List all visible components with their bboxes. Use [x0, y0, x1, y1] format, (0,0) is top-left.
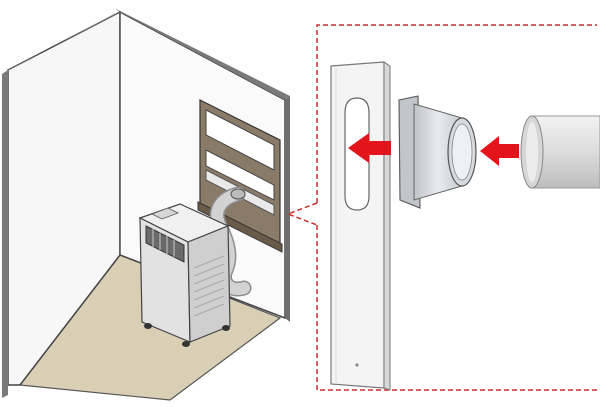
arrow-to-slider-panel — [348, 133, 391, 163]
portable-air-conditioner — [138, 203, 231, 347]
hose-window-end — [230, 188, 246, 200]
ac-control-panel — [151, 207, 179, 220]
arrow-to-adapter — [480, 136, 519, 166]
window-adapter — [398, 95, 477, 209]
back-wall-top — [114, 8, 290, 100]
window-upper-glass — [205, 109, 275, 171]
hose-end — [520, 115, 600, 189]
window-slider-panel — [330, 61, 391, 391]
window-lower-glass — [205, 149, 275, 201]
callout-pointer — [285, 202, 318, 226]
ac-wheels — [144, 323, 230, 347]
left-wall-edge — [2, 70, 8, 398]
detail-callout — [285, 24, 600, 391]
ac-side-grille — [193, 255, 225, 317]
ac-side — [187, 225, 231, 343]
callout-border — [316, 24, 597, 203]
back-wall-edge — [285, 96, 290, 322]
